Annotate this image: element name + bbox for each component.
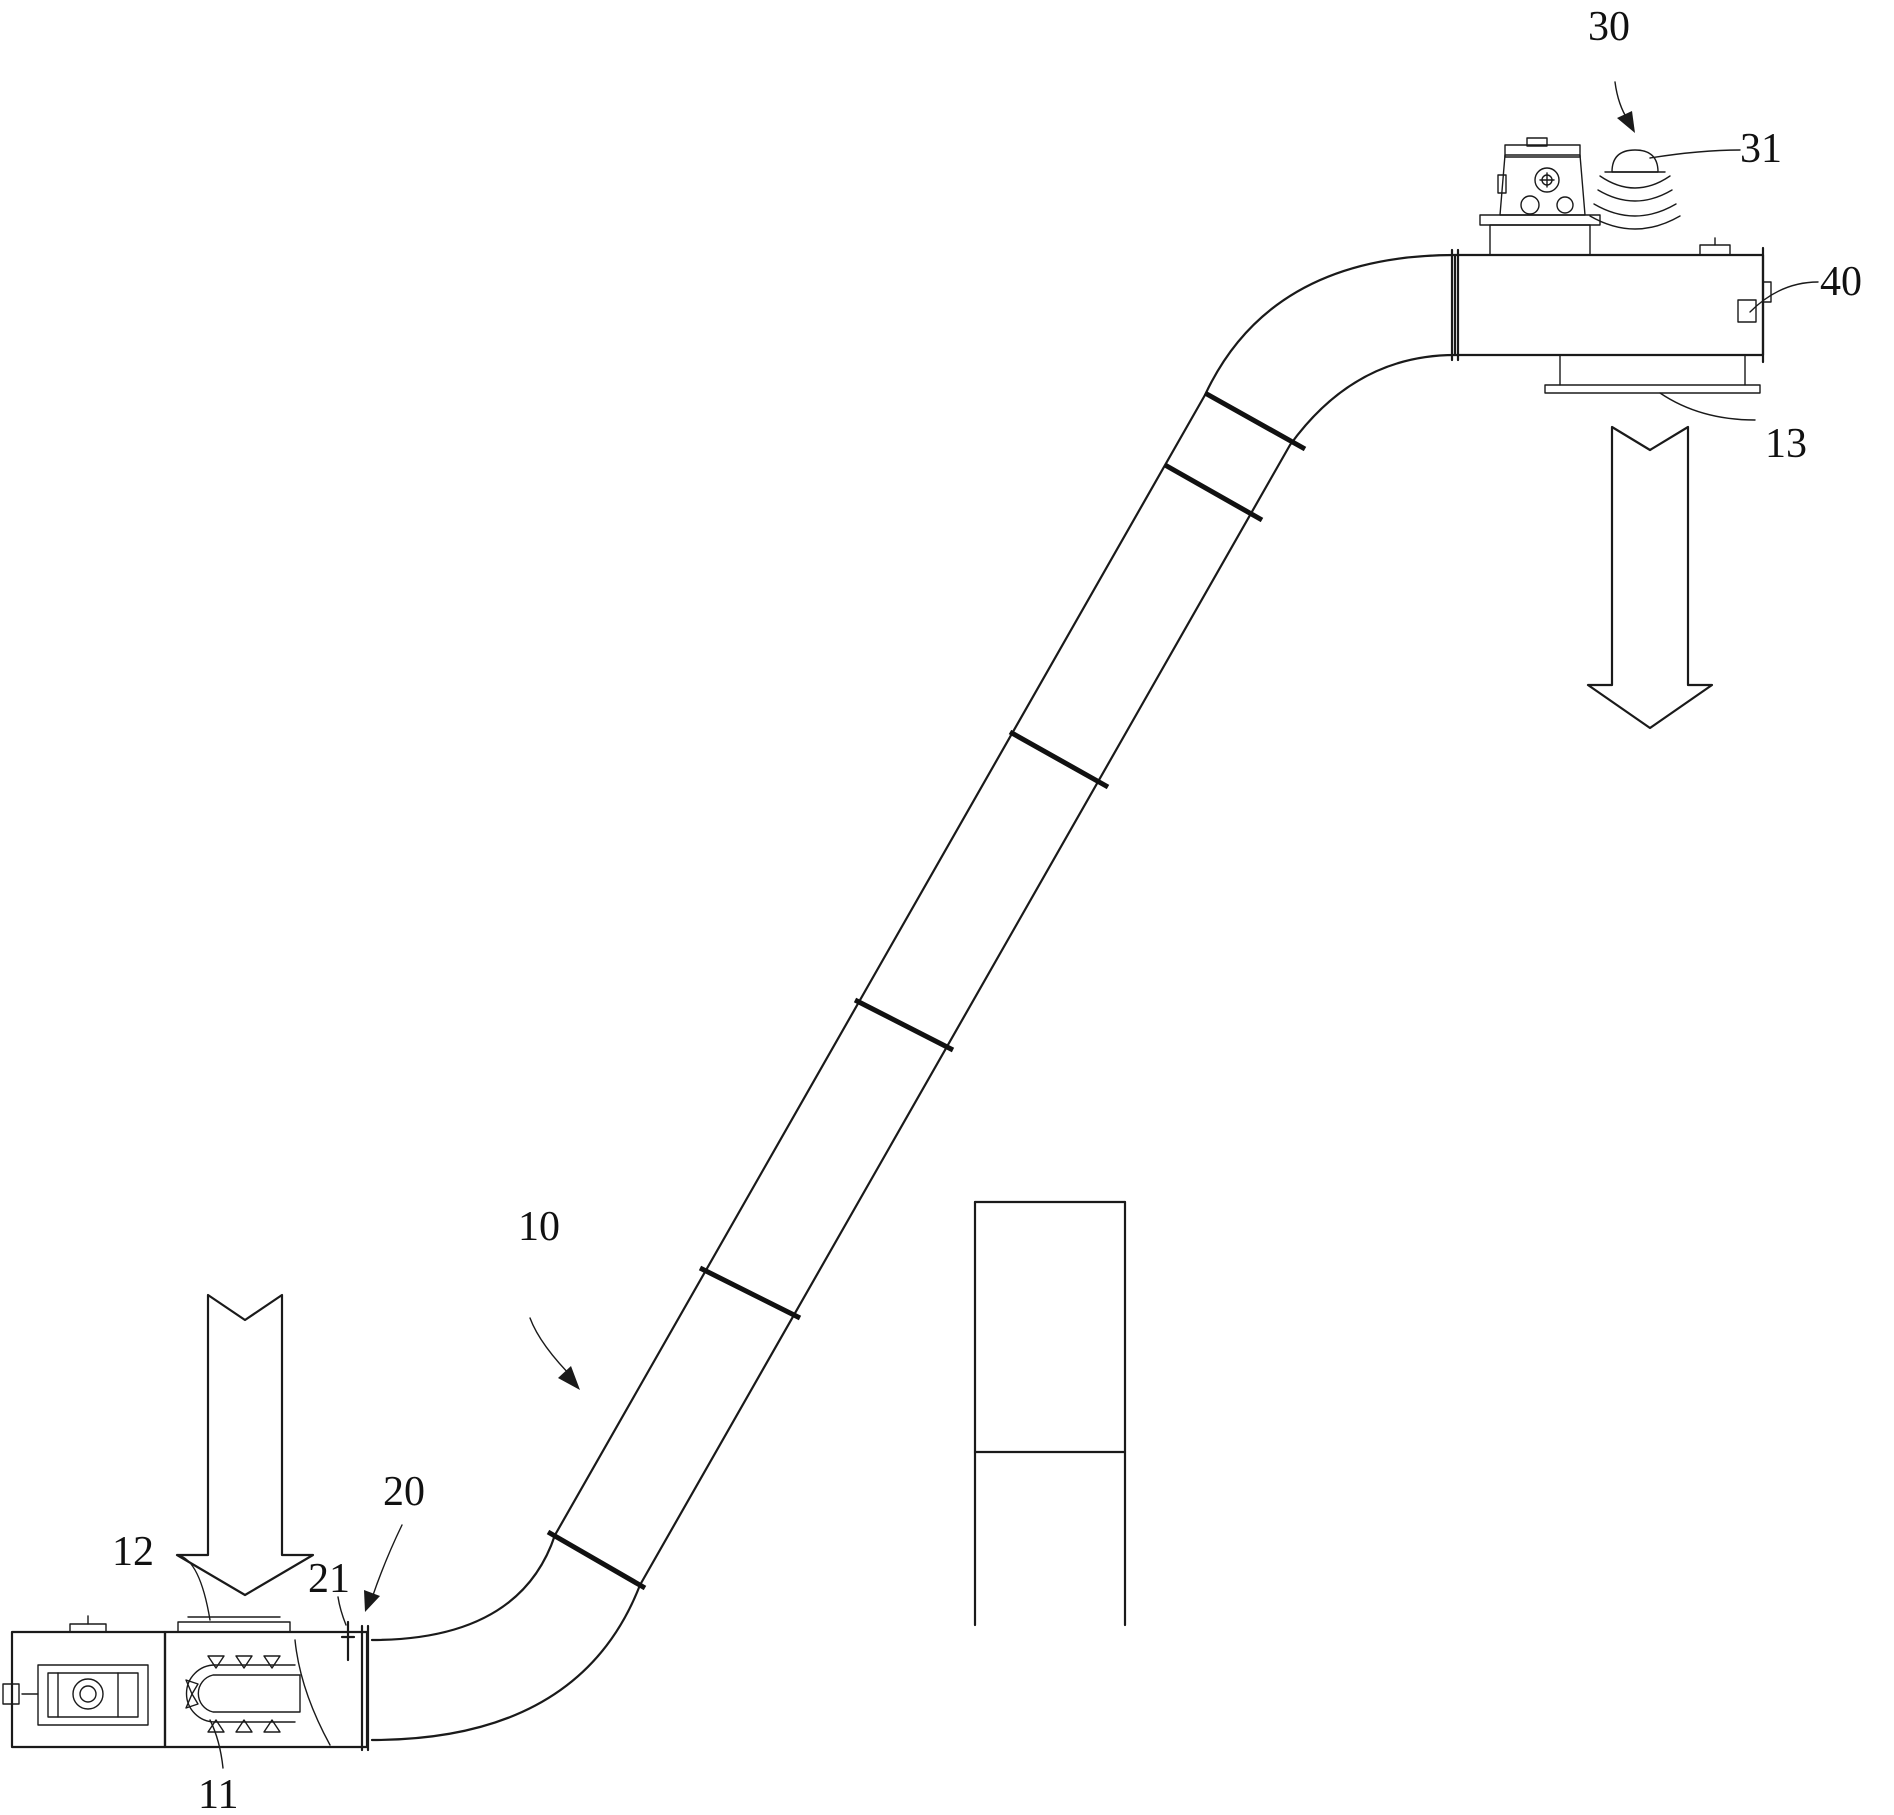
label-13: 13: [1765, 421, 1807, 467]
sensor-probe: [340, 1620, 356, 1662]
drive-motor: [1479, 137, 1601, 256]
conveyor-tube: [370, 253, 1457, 1742]
drive-mechanism: [2, 1615, 149, 1726]
alarm-light: [1589, 149, 1681, 230]
outlet-flange: [1544, 354, 1761, 394]
flange-joint: [853, 997, 955, 1053]
outlet-flow-arrow: [1586, 425, 1714, 730]
label-30: 30: [1588, 4, 1630, 50]
chain-loop: [185, 1639, 331, 1746]
label-10: 10: [518, 1204, 560, 1250]
inlet-flow-arrow: [175, 1293, 315, 1597]
upper-horizontal-section: [1450, 237, 1772, 394]
leader-lines: [177, 81, 1819, 1769]
controller-box: [1737, 299, 1757, 323]
flange-joint: [1203, 390, 1307, 452]
label-31: 31: [1740, 126, 1782, 172]
flange-joint: [546, 1529, 647, 1591]
flange-joint: [698, 1265, 802, 1321]
inlet-flange: [177, 1616, 291, 1633]
flange-joint: [1008, 729, 1110, 790]
support-frame: [973, 1200, 1127, 1627]
label-20: 20: [383, 1469, 425, 1515]
flange-joint: [1163, 462, 1264, 523]
label-11: 11: [198, 1772, 238, 1815]
label-21: 21: [308, 1556, 350, 1602]
label-12: 12: [112, 1529, 154, 1575]
label-40: 40: [1820, 259, 1862, 305]
reference-labels: 10 11 12 13 20 21 30 31 40: [112, 4, 1862, 1815]
lower-horizontal-section: [2, 1615, 370, 1752]
